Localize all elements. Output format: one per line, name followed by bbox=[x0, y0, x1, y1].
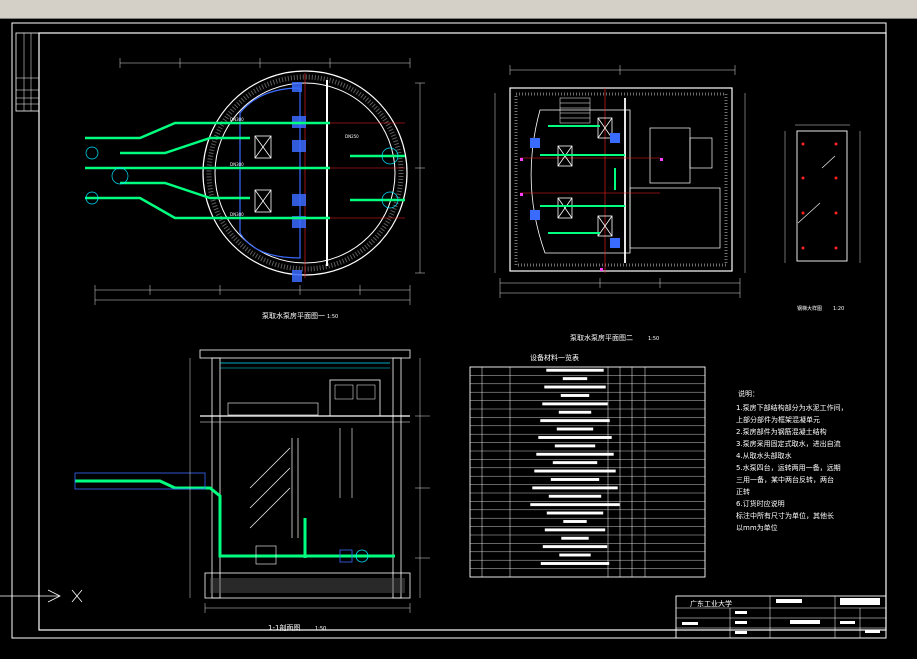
ladder-detail[interactable]: 钢梯大样图 1:20 bbox=[784, 124, 861, 312]
table-cell-text bbox=[544, 528, 606, 532]
table-cell-text bbox=[540, 419, 610, 423]
note-line: 以mm为单位 bbox=[736, 523, 778, 532]
plan1-scale: 1:50 bbox=[327, 314, 338, 320]
svg-text:DN250: DN250 bbox=[345, 134, 359, 139]
drawing-frame bbox=[38, 32, 887, 631]
binding-strip-lines bbox=[16, 33, 39, 111]
plan1-title: 泵取水泵房平面图一 bbox=[262, 311, 325, 320]
svg-text:DN300: DN300 bbox=[230, 212, 244, 217]
table-cell-text bbox=[560, 394, 590, 397]
table-cell-text bbox=[554, 444, 596, 448]
table-cell-text bbox=[563, 520, 587, 523]
note-line: 3.泵房采用固定式取水，进出自流 bbox=[736, 439, 841, 448]
note-line: 正转 bbox=[736, 487, 750, 496]
svg-text:DN300: DN300 bbox=[230, 117, 244, 122]
ucs-icon bbox=[0, 589, 83, 603]
plan-view-two[interactable]: 泵取水泵房平面图二 1:50 bbox=[494, 65, 746, 342]
note-line: 6.订货时应说明 bbox=[736, 499, 785, 508]
plan2-scale: 1:50 bbox=[648, 336, 659, 342]
sheet-border bbox=[11, 22, 887, 639]
svg-text:DN300: DN300 bbox=[230, 162, 244, 167]
table-cell-text bbox=[530, 503, 620, 507]
binding-strip bbox=[15, 32, 40, 112]
school-name: 广东工业大学 bbox=[690, 599, 732, 608]
note-line: 标注中所有尺寸为单位，其他长 bbox=[736, 511, 834, 520]
table-cell-text bbox=[558, 410, 592, 414]
note-line: 1.泵房下部结构部分为水泥工作间， bbox=[736, 403, 848, 412]
table-cell-text bbox=[532, 486, 618, 490]
note-line: 三用一备，某中两台反转，两台 bbox=[736, 475, 834, 484]
table-cell-text bbox=[546, 368, 604, 372]
plan2-title: 泵取水泵房平面图二 bbox=[570, 333, 633, 342]
table-cell-text bbox=[559, 553, 591, 557]
table-cell-text bbox=[548, 494, 602, 498]
table-cell-text bbox=[542, 402, 608, 406]
note-line: 2.泵房部件为钢筋混凝土结构 bbox=[736, 427, 827, 436]
note-line: 5.水泵四台，运转两用一备，远期 bbox=[736, 463, 841, 472]
title-block[interactable]: 广东工业大学 bbox=[675, 595, 887, 639]
note-line: 上部分部件为框架混凝单元 bbox=[736, 415, 820, 424]
notes-heading: 说明： bbox=[738, 389, 759, 398]
note-line: 4.从取水头部取水 bbox=[736, 451, 792, 460]
table-cell-text bbox=[536, 452, 614, 456]
detail-scale: 1:20 bbox=[833, 306, 844, 312]
section-view[interactable]: 1-1剖面图 1:50 bbox=[74, 349, 430, 632]
table-grid bbox=[470, 368, 705, 569]
table-cell-text bbox=[542, 545, 608, 549]
table-title: 设备材料一览表 bbox=[530, 353, 579, 362]
design-notes: 说明： 1.泵房下部结构部分为水泥工作间， 上部分部件为框架混凝单元 2.泵房部… bbox=[736, 389, 848, 532]
table-cell-text bbox=[540, 562, 610, 565]
table-cell-text bbox=[544, 385, 606, 389]
table-cell-text bbox=[552, 461, 598, 465]
section-scale: 1:50 bbox=[315, 626, 326, 632]
table-cell-text bbox=[561, 536, 589, 540]
table-cell-text bbox=[556, 427, 594, 431]
table-cell-text bbox=[534, 469, 616, 473]
detail-title: 钢梯大样图 bbox=[797, 305, 822, 312]
equipment-table[interactable]: 设备材料一览表 bbox=[469, 353, 706, 578]
table-cell-text bbox=[550, 478, 600, 481]
table-cell-text bbox=[546, 511, 604, 515]
table-cell-text bbox=[538, 436, 612, 439]
window-strip bbox=[0, 0, 917, 19]
table-cell-text bbox=[562, 377, 588, 381]
section-title: 1-1剖面图 bbox=[268, 623, 300, 632]
